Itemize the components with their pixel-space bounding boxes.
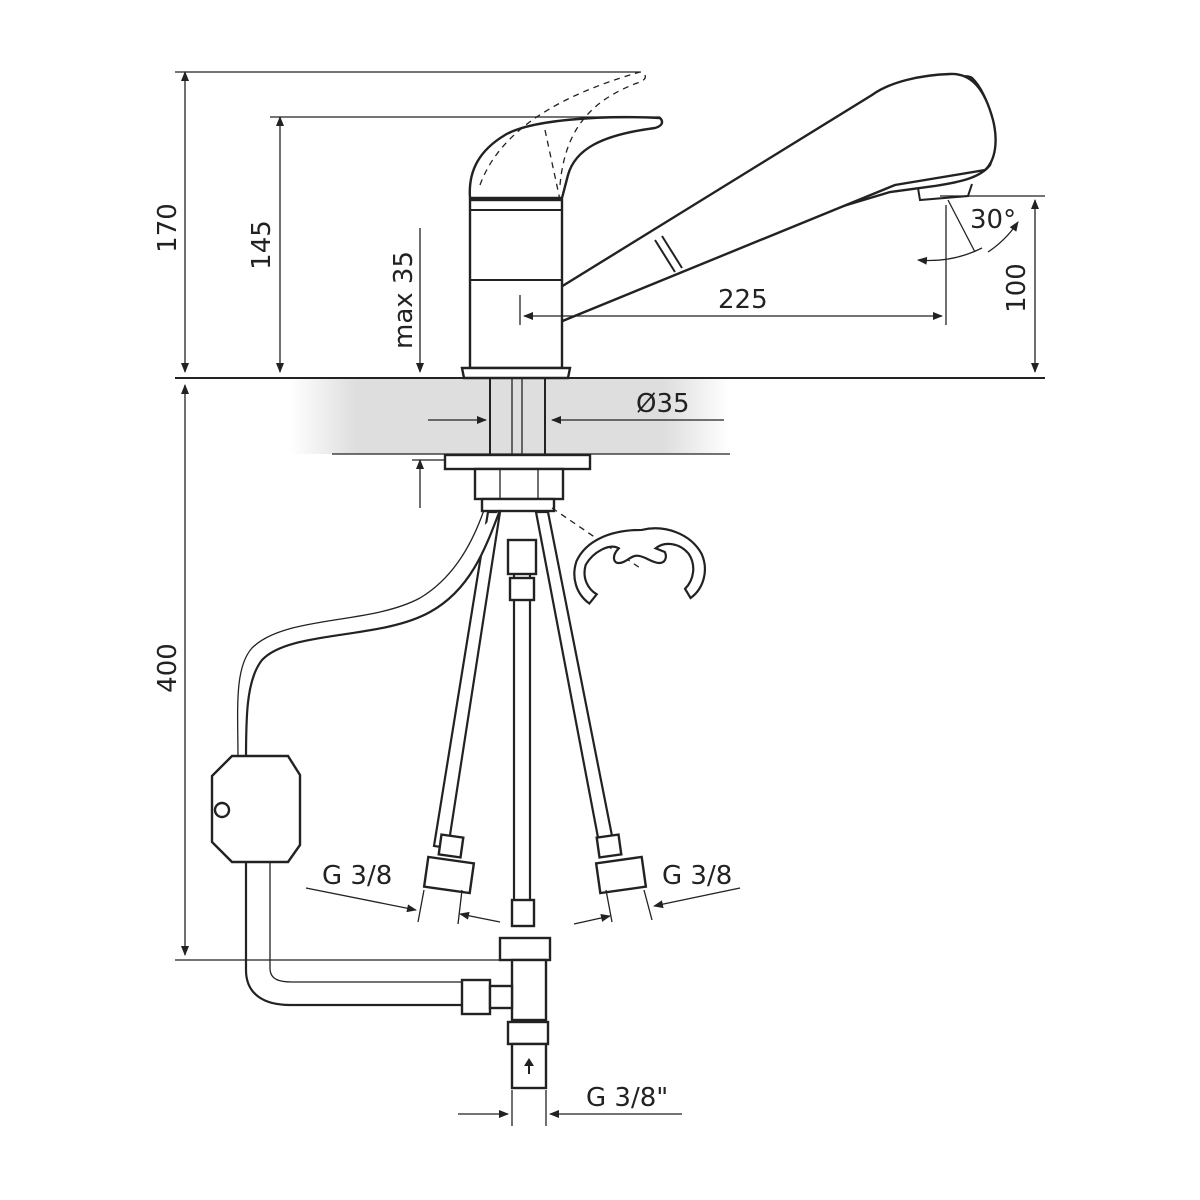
faucet-body xyxy=(460,71,997,380)
dim-overall-height-label: 170 xyxy=(153,203,183,253)
dim-hole-diameter: Ø35 xyxy=(428,389,724,424)
dim-thread-left: G 3/8 xyxy=(305,861,501,925)
dim-thread-left-label: G 3/8 xyxy=(322,861,392,891)
dim-max-deck: max 35 xyxy=(389,228,445,508)
hoses xyxy=(210,509,648,1090)
dim-hose-length-label: 400 xyxy=(153,643,183,693)
dim-thread-right-label: G 3/8 xyxy=(662,861,732,891)
dim-max-deck-label: max 35 xyxy=(389,251,419,349)
dim-spout-height-label: 100 xyxy=(1002,263,1032,313)
dim-swivel-angle: 30° xyxy=(917,199,1019,265)
dim-inlet-thread-label: G 3/8" xyxy=(586,1083,668,1113)
mounting-shank xyxy=(443,378,592,513)
dim-lever-height-label: 145 xyxy=(247,220,277,270)
dim-swivel-angle-label: 30° xyxy=(970,205,1016,235)
dim-lever-height: 145 xyxy=(247,116,660,373)
dim-hose-length: 400 xyxy=(153,384,500,961)
dim-spout-reach: 225 xyxy=(519,205,947,325)
retaining-clip-detail xyxy=(551,507,706,606)
dim-spout-reach-label: 225 xyxy=(718,285,768,315)
dim-inlet-thread: G 3/8" xyxy=(458,1083,682,1126)
dim-spout-height: 100 xyxy=(940,195,1045,373)
dim-hole-diameter-label: Ø35 xyxy=(636,389,690,419)
dim-thread-right: G 3/8 xyxy=(573,861,741,925)
countertop xyxy=(175,377,1045,455)
dim-overall-height: 170 xyxy=(153,71,640,373)
